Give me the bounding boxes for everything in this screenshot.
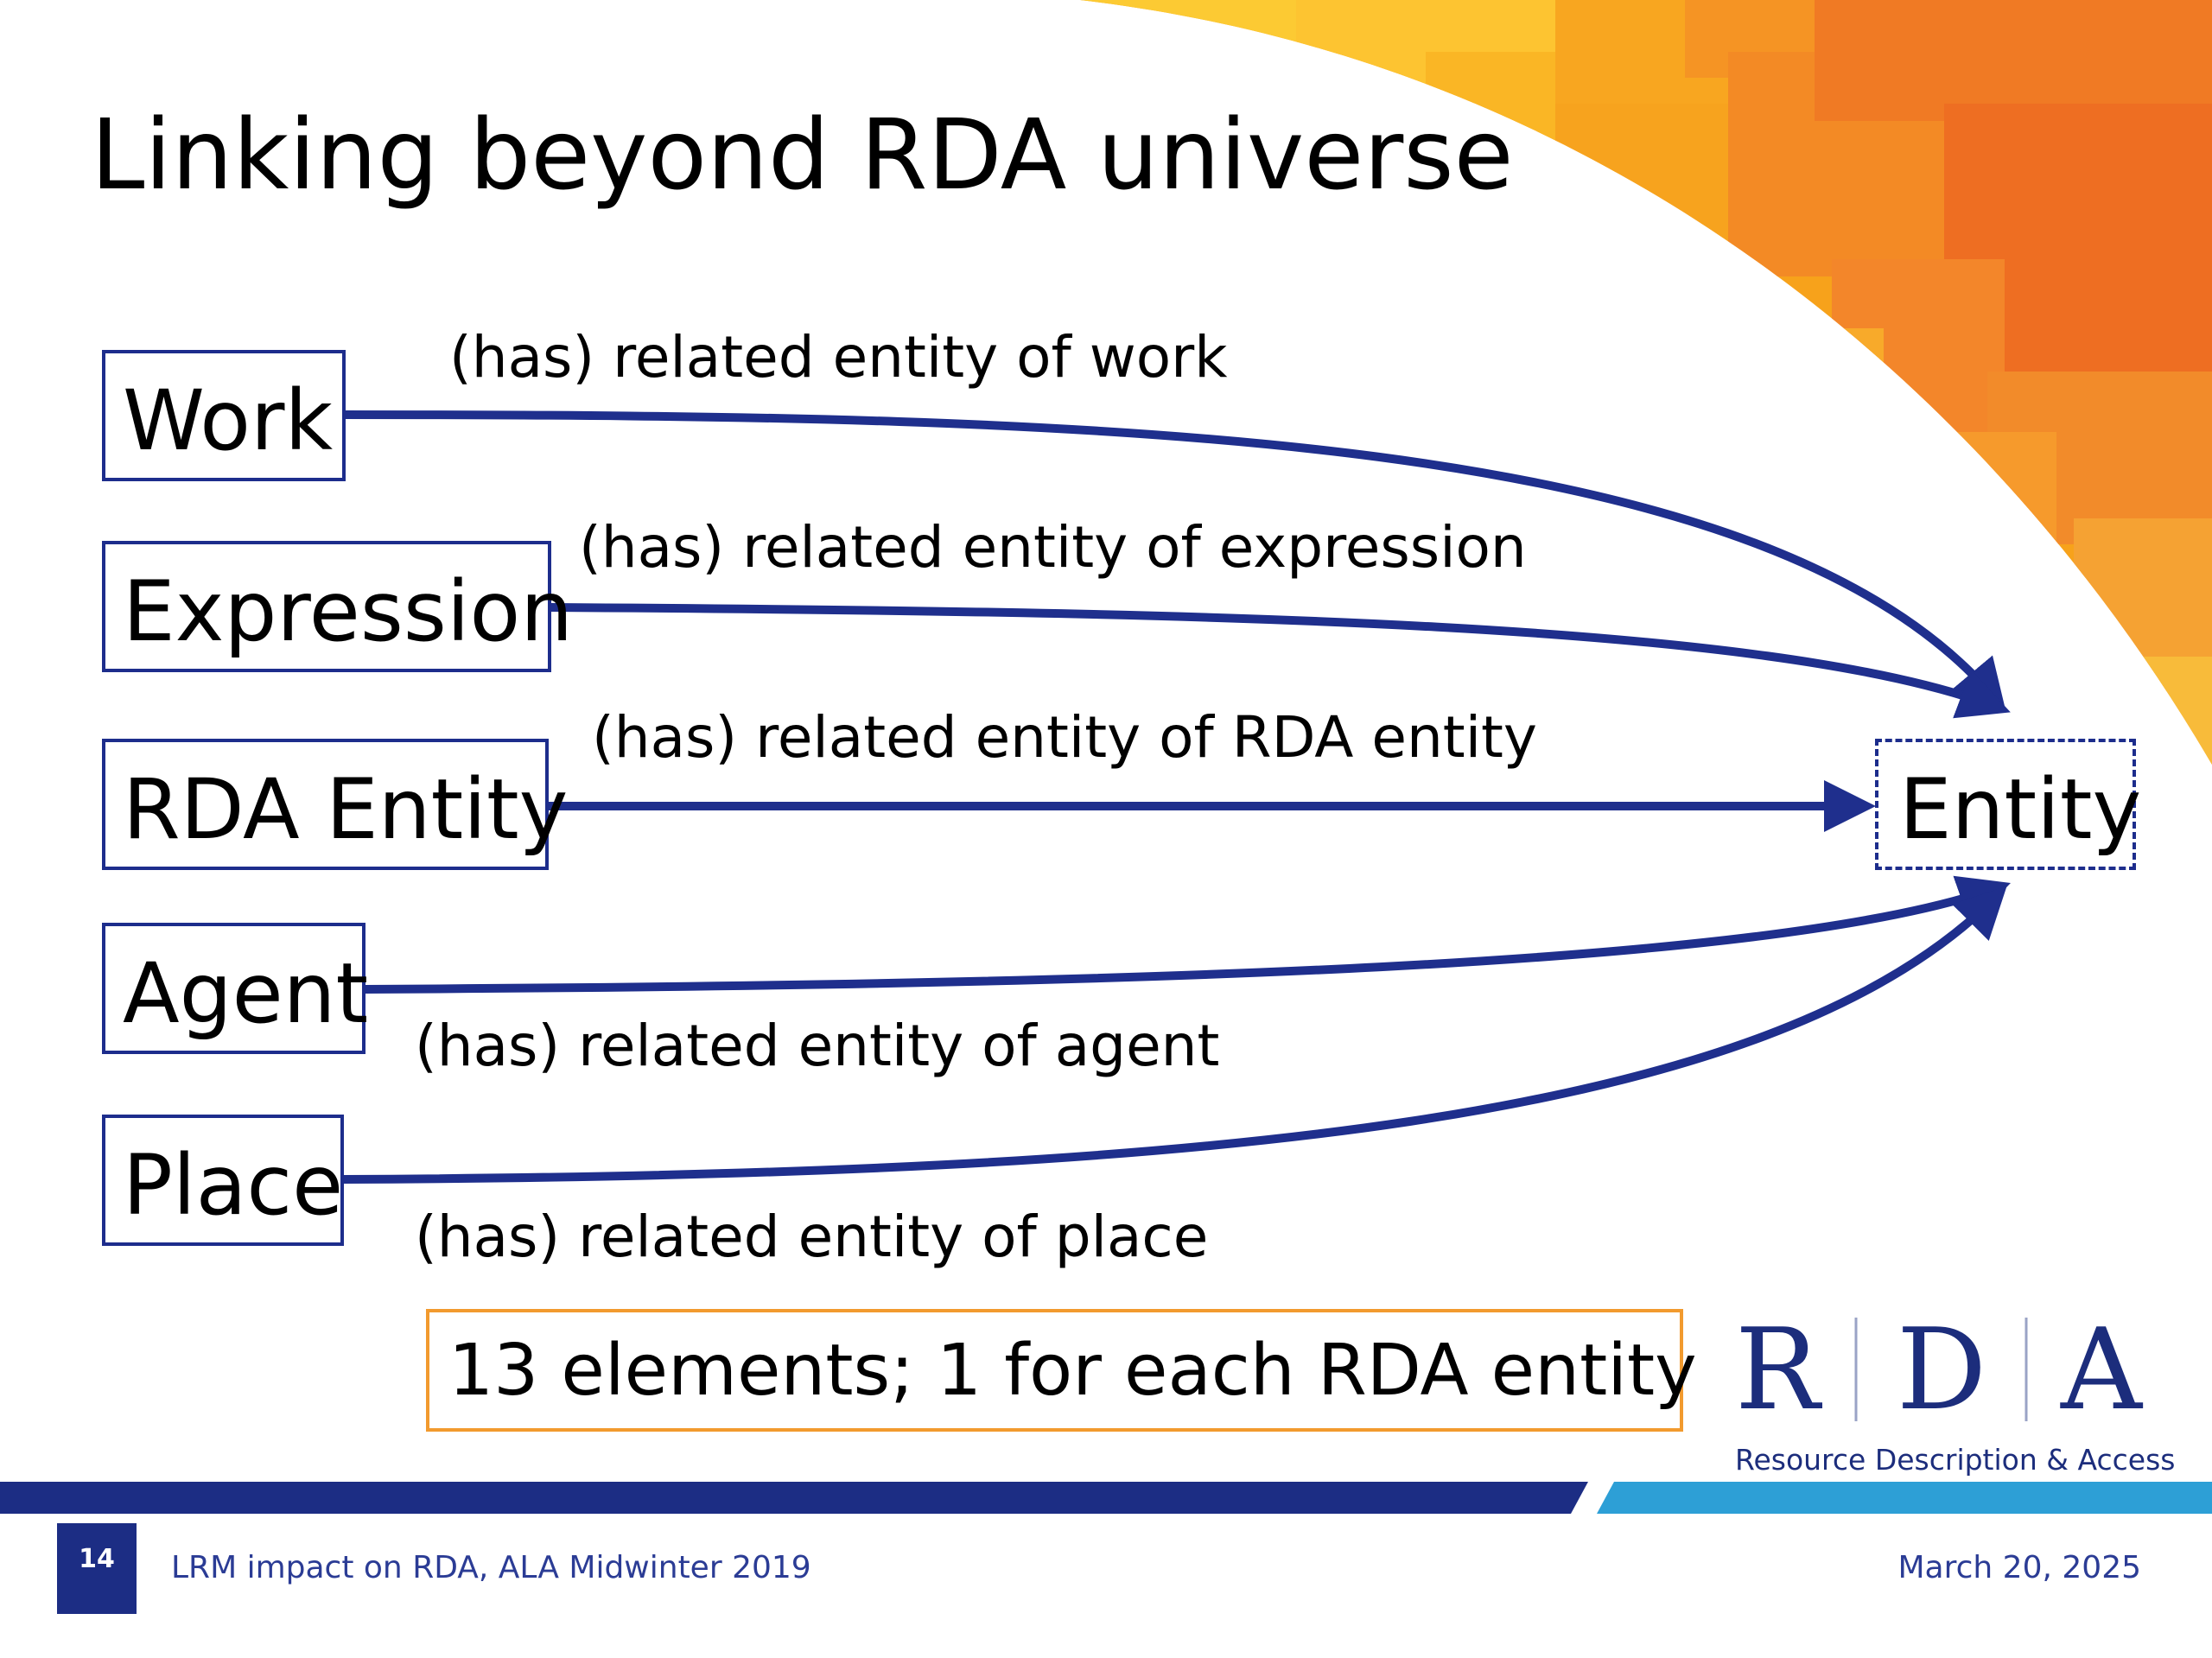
arrow-expression — [547, 603, 2011, 719]
entity-box-rda-entity: RDA Entity — [102, 739, 568, 870]
relationship-label-expression: (has) related entity of expression — [579, 514, 1527, 581]
logo-letter-d: D — [1897, 1304, 1987, 1435]
footer-band-light — [1597, 1482, 2212, 1514]
logo-tagline: Resource Description & Access — [1735, 1443, 2176, 1477]
entity-box-agent: Agent — [102, 923, 368, 1054]
callout-box: 13 elements; 1 for each RDA entity — [426, 1309, 1697, 1432]
arrow-work — [340, 410, 2006, 712]
footer-band-dark — [0, 1482, 1588, 1514]
arrow-agent — [361, 875, 2011, 994]
footer-presentation-title: LRM impact on RDA, ALA Midwinter 2019 — [171, 1550, 811, 1585]
relationship-label-place: (has) related entity of place — [415, 1204, 1209, 1270]
page-number: 14 — [57, 1523, 137, 1614]
relationship-label-work: (has) related entity of work — [449, 324, 1228, 391]
logo-letter-a: A — [2061, 1304, 2142, 1435]
entity-box-target: Entity — [1875, 739, 2141, 870]
arrow-place — [340, 886, 2007, 1184]
entity-box-work: Work — [102, 350, 346, 481]
entity-box-place: Place — [102, 1115, 344, 1246]
relationship-label-agent: (has) related entity of agent — [415, 1013, 1220, 1079]
relationship-label-rda-entity: (has) related entity of RDA entity — [592, 704, 1537, 771]
slide-title: Linking beyond RDA universe — [91, 99, 1514, 212]
footer-date: March 20, 2025 — [1897, 1550, 2142, 1585]
logo-letter-r: R — [1735, 1304, 1820, 1435]
entity-box-expression: Expression — [102, 541, 573, 672]
